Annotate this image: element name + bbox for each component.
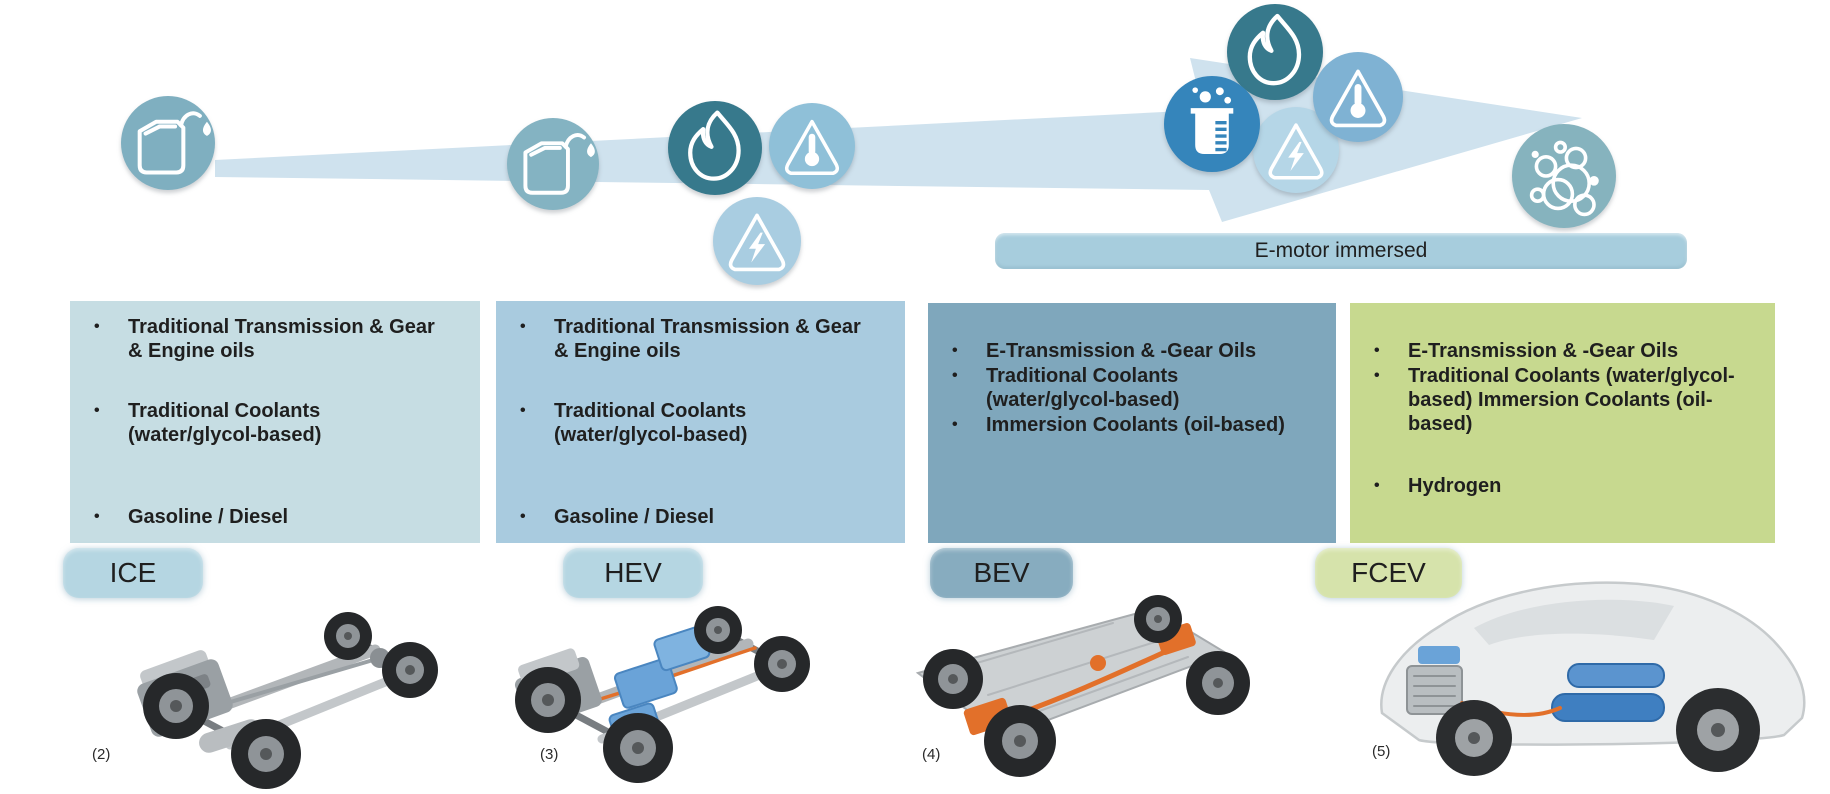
bev-fluids-box: E-Transmission & -Gear OilsTraditional C… — [928, 303, 1336, 543]
bullet-item: Traditional Coolants (water/glycol-based… — [94, 399, 440, 447]
bullet-item: Traditional Transmission & Gear & Engine… — [520, 315, 865, 363]
bullet-item: Traditional Coolants (water/glycol-based… — [1374, 364, 1735, 436]
evolution-arrow — [215, 58, 1582, 222]
fuel-can-icon — [507, 118, 599, 210]
fcev-label-pill: FCEV — [1315, 548, 1462, 598]
fcev-figure-number: (5) — [1372, 743, 1391, 760]
fcev-fluids-list: E-Transmission & -Gear OilsTraditional C… — [1350, 303, 1775, 498]
ice-figure-number: (2) — [92, 746, 111, 763]
fcev-fluids-box: E-Transmission & -Gear OilsTraditional C… — [1350, 303, 1775, 543]
hev-figure-number: (3) — [540, 746, 559, 763]
bullet-item: Gasoline / Diesel — [520, 505, 865, 529]
beaker-icon — [1164, 76, 1260, 172]
high-temp-hazard-icon — [1313, 52, 1403, 142]
bev-figure-number: (4) — [922, 746, 941, 763]
bullet-item: Traditional Transmission & Gear & Engine… — [94, 315, 440, 363]
bev-fluids-list: E-Transmission & -Gear OilsTraditional C… — [928, 303, 1336, 437]
bullet-item: E-Transmission & -Gear Oils — [1374, 339, 1735, 363]
flame-icon — [668, 101, 762, 195]
bullet-item: Immersion Coolants (oil-based) — [952, 413, 1296, 437]
hev-fluids-list: Traditional Transmission & Gear & Engine… — [496, 301, 905, 529]
bullet-item: Traditional Coolants (water/glycol-based… — [520, 399, 865, 447]
ice-label-pill: ICE — [63, 548, 203, 598]
ice-fluids-list: Traditional Transmission & Gear & Engine… — [70, 301, 480, 529]
bullet-item: Gasoline / Diesel — [94, 505, 440, 529]
ice-fluids-box: Traditional Transmission & Gear & Engine… — [70, 301, 480, 543]
hev-fluids-box: Traditional Transmission & Gear & Engine… — [496, 301, 905, 543]
bullet-item: E-Transmission & -Gear Oils — [952, 339, 1296, 363]
electric-hazard-icon — [1253, 107, 1339, 193]
high-temp-hazard-icon — [769, 103, 855, 189]
e-motor-immersed-banner: E-motor immersed — [995, 233, 1687, 269]
fuel-can-icon — [121, 96, 215, 190]
bev-label-pill: BEV — [930, 548, 1073, 598]
ice-chassis-photo — [137, 612, 438, 789]
ice-label: ICE — [109, 557, 157, 588]
flame-icon — [1227, 4, 1323, 100]
hev-label: HEV — [604, 557, 662, 588]
bullet-item: Traditional Coolants (water/glycol-based… — [952, 364, 1296, 412]
fcev-car-photo — [1380, 581, 1806, 776]
bev-chassis-photo — [915, 595, 1250, 777]
e-motor-immersed-label: E-motor immersed — [1254, 239, 1428, 262]
hev-chassis-photo — [514, 606, 810, 783]
electric-hazard-icon — [713, 197, 801, 285]
bubbles-icon — [1512, 124, 1616, 228]
bullet-item: Hydrogen — [1374, 474, 1735, 498]
fcev-label: FCEV — [1351, 557, 1426, 588]
bev-label: BEV — [973, 557, 1030, 588]
hev-label-pill: HEV — [563, 548, 703, 598]
